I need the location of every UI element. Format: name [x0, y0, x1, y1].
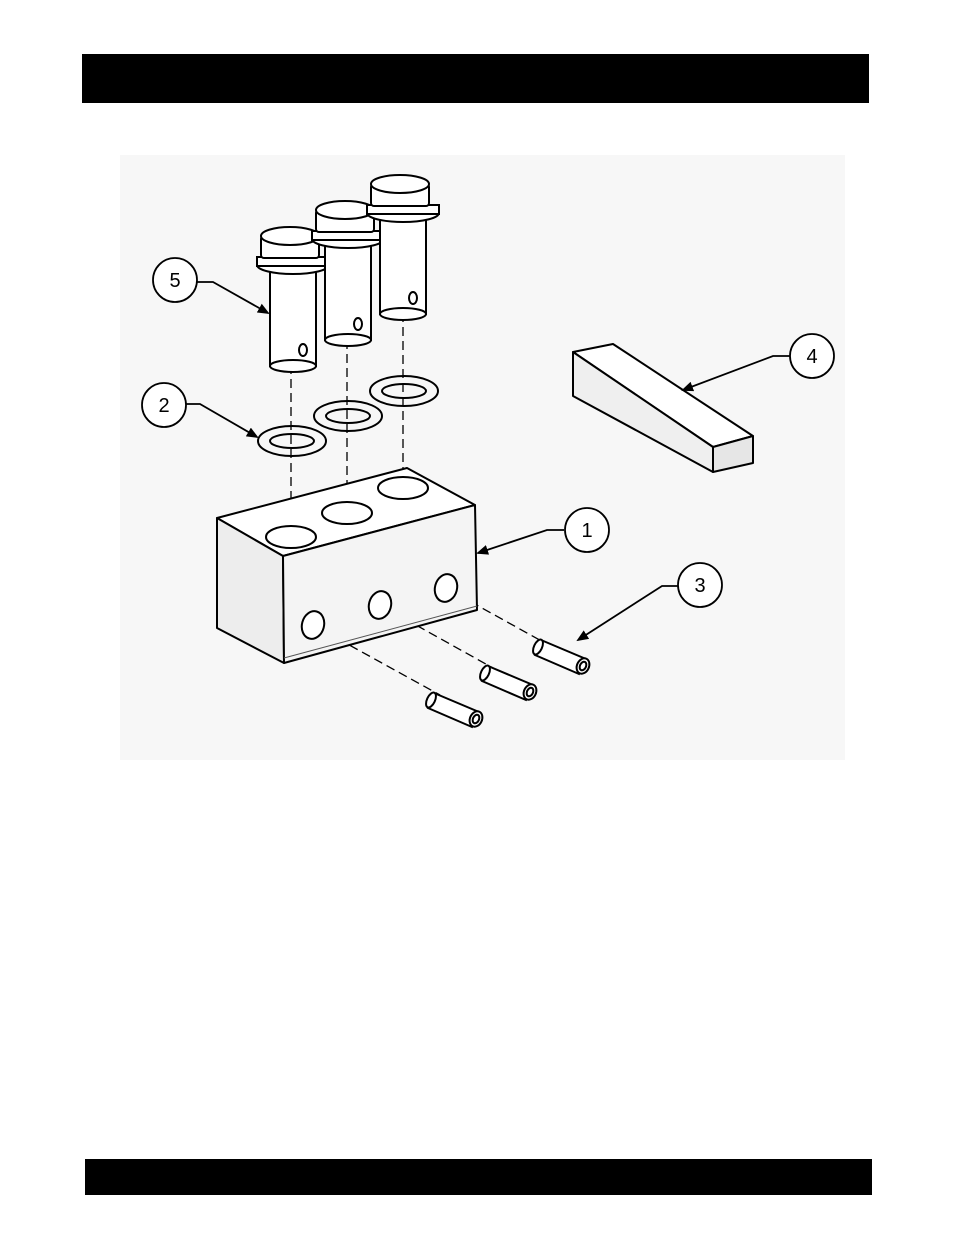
callout-3-label: 3: [694, 575, 705, 597]
callout-1: 1: [565, 508, 609, 552]
callout-4: 4: [790, 334, 834, 378]
callout-5-label: 5: [169, 270, 180, 292]
callout-1-label: 1: [581, 520, 592, 542]
callout-2: 2: [142, 383, 186, 427]
callout-4-label: 4: [806, 346, 817, 368]
footer-bar: [85, 1159, 872, 1195]
callout-2-label: 2: [158, 395, 169, 417]
callout-5: 5: [153, 258, 197, 302]
callout-3: 3: [678, 563, 722, 607]
